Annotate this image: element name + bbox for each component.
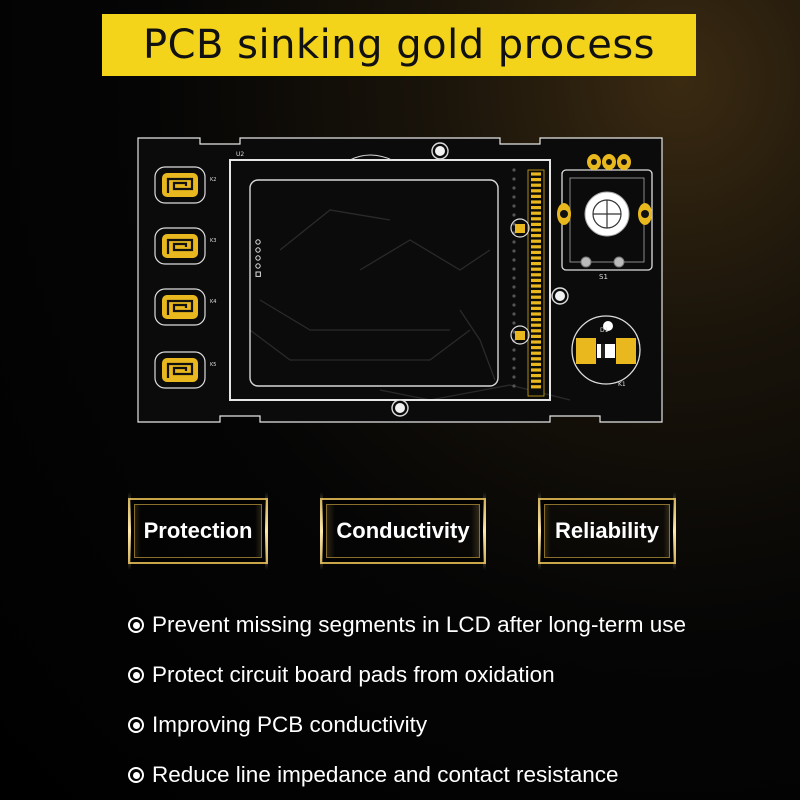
touch-key-pad: K2 [154,166,216,204]
key-silk-label: K4 [210,299,216,305]
round-key-k1: D1 K1 [571,315,641,388]
lcd-window [249,179,499,387]
list-item: Protect circuit board pads from oxidatio… [128,650,788,700]
page-title: PCB sinking gold process [142,22,656,68]
bullet-icon [128,767,144,783]
list-item: Reduce line impedance and contact resist… [128,750,788,800]
touch-key-pad: K4 [154,288,216,326]
key-silk-label: K3 [210,238,216,244]
bullet-icon [128,617,144,633]
benefit-list: Prevent missing segments in LCD after lo… [128,600,788,800]
led-bottom [510,325,530,345]
touch-key-pad: K5 [154,351,216,389]
svg-text:K1: K1 [618,381,626,388]
key-silk-label: K5 [210,362,216,368]
touch-key-pad: K3 [154,227,216,265]
badge-protection: Protection [128,492,268,570]
bullet-icon [128,717,144,733]
svg-text:S1: S1 [599,273,608,281]
lcd-header-pins [255,239,261,277]
svg-text:D1: D1 [600,327,609,334]
led-top [510,218,530,238]
badge-reliability: Reliability [538,492,676,570]
bullet-icon [128,667,144,683]
silk-u2: U2 [236,151,244,158]
list-item: Prevent missing segments in LCD after lo… [128,600,788,650]
title-banner: PCB sinking gold process [102,14,696,76]
encoder-switch: S1 [557,154,653,281]
lcd-frame [229,159,551,401]
key-silk-label: K2 [210,177,216,183]
gold-contact-strip [527,169,545,397]
list-item: Improving PCB conductivity [128,700,788,750]
badge-conductivity: Conductivity [320,492,486,570]
